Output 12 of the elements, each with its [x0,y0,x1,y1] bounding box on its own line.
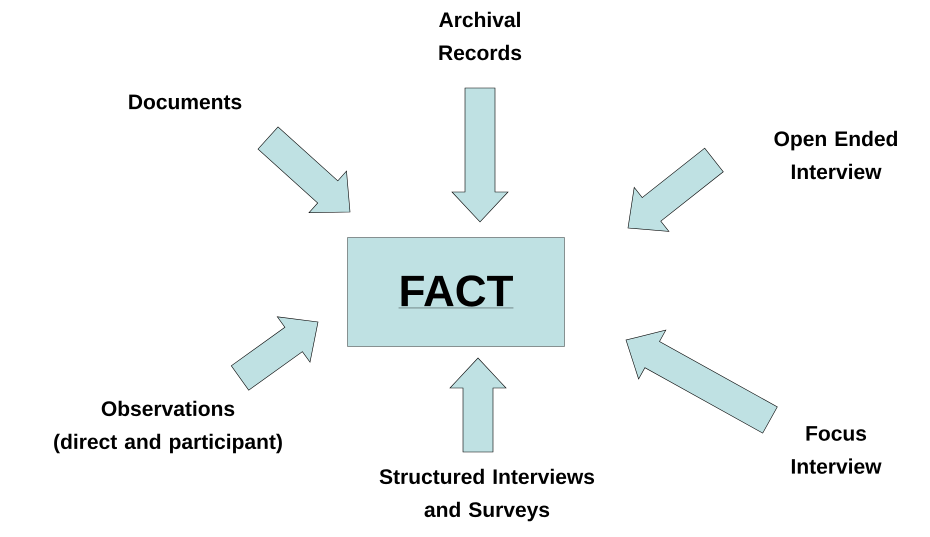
block-arrow [449,358,507,452]
block-arrow [258,126,350,213]
source-label: Structured Interviews and Surveys [380,468,594,522]
block-arrow [628,148,724,232]
block-arrow [626,330,778,434]
fact-box: FACT [347,237,565,347]
source-label: Archival Records [439,12,522,60]
source-label: Open Ended Interview [774,130,898,180]
source-label: Documents [129,94,242,110]
block-arrow [451,88,509,222]
source-label: Observations (direct and participant) [54,400,282,454]
source-label: Focus Interview [792,426,882,474]
